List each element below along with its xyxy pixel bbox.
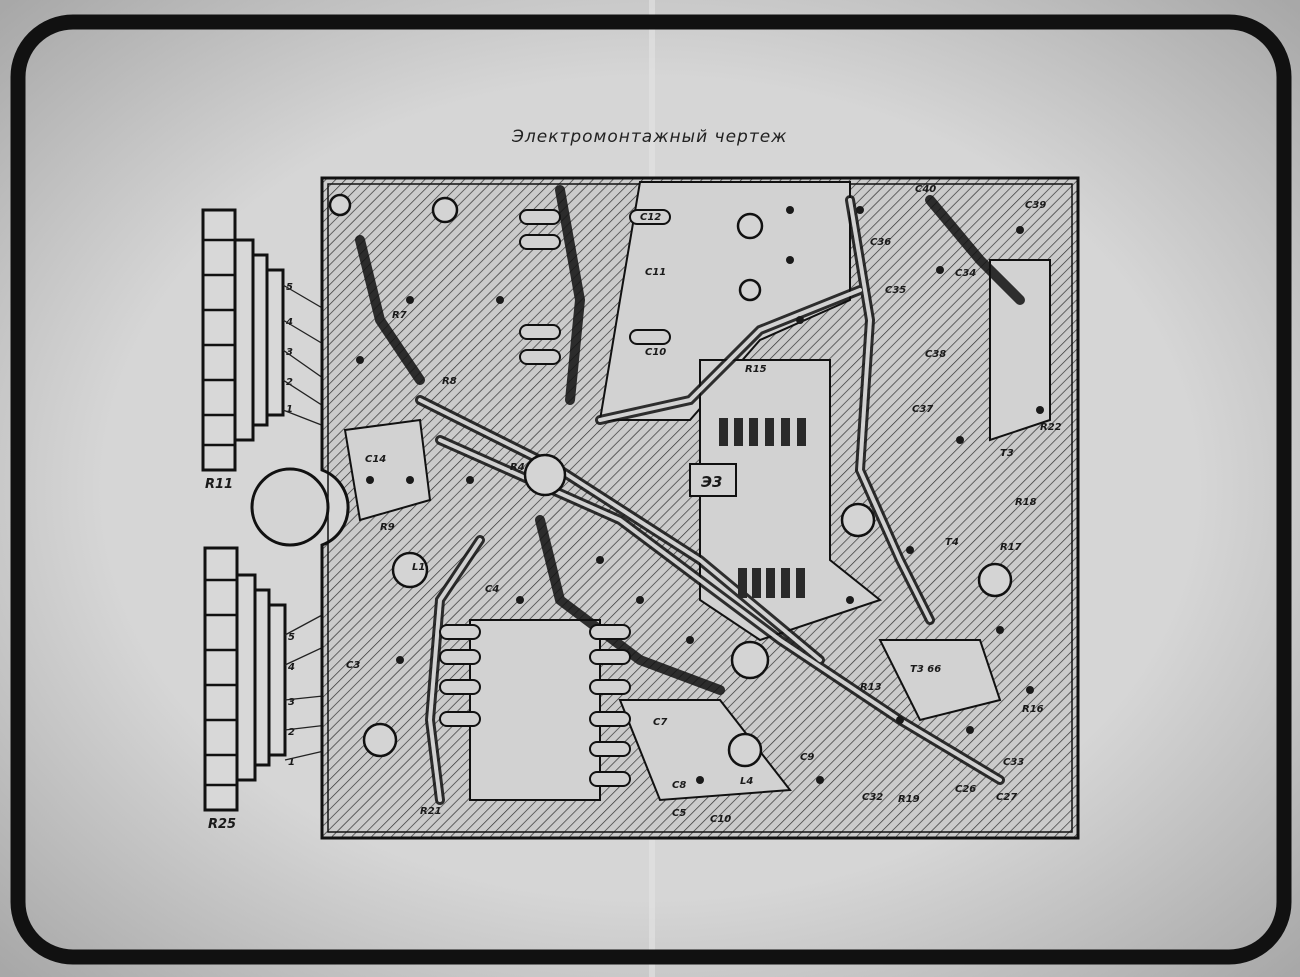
component-label: C7 bbox=[653, 717, 667, 728]
component-label: R18 bbox=[1015, 497, 1037, 508]
mounting-cutout bbox=[250, 467, 330, 547]
component-label: C12 bbox=[640, 212, 661, 223]
ic-pads bbox=[719, 418, 806, 598]
component-label: L4 bbox=[740, 776, 753, 787]
component-label: C39 bbox=[1025, 200, 1046, 211]
component-label: C14 bbox=[365, 454, 386, 465]
component-label: C40 bbox=[915, 184, 936, 195]
component-label: T4 bbox=[945, 537, 959, 548]
pin-label: 3 bbox=[288, 697, 295, 708]
pin-label: 5 bbox=[286, 282, 293, 293]
component-label: C8 bbox=[672, 780, 686, 791]
component-label: R15 bbox=[745, 364, 767, 375]
component-label: C27 bbox=[996, 792, 1017, 803]
component-label: T3 66 bbox=[910, 664, 941, 675]
component-label: C33 bbox=[1003, 757, 1024, 768]
component-label: C11 bbox=[645, 267, 666, 278]
component-label: C38 bbox=[925, 349, 946, 360]
component-label: C3 bbox=[346, 660, 360, 671]
drawing-title: Электромонтажный чертеж bbox=[511, 127, 788, 147]
component-label: R13 bbox=[860, 682, 882, 693]
chip-label: Э3 bbox=[701, 473, 722, 491]
pin-label: 4 bbox=[285, 317, 293, 328]
component-label: R4 bbox=[510, 462, 525, 473]
pin-label: 2 bbox=[288, 727, 295, 738]
component-label: R19 bbox=[898, 794, 920, 805]
component-label: C37 bbox=[912, 404, 933, 415]
connector-r25 bbox=[203, 546, 287, 812]
component-label: C5 bbox=[672, 808, 686, 819]
component-label: R7 bbox=[392, 310, 407, 321]
pin-label: 1 bbox=[286, 404, 293, 415]
connector-r11 bbox=[201, 208, 285, 472]
connector-r25-label: R25 bbox=[208, 817, 236, 832]
sheet-frame bbox=[10, 14, 1292, 965]
component-label: C36 bbox=[870, 237, 891, 248]
component-label: R21 bbox=[420, 806, 442, 817]
component-label: C32 bbox=[862, 792, 883, 803]
pin-label: 5 bbox=[288, 632, 295, 643]
component-label: R17 bbox=[1000, 542, 1022, 553]
component-label: C10 bbox=[710, 814, 731, 825]
component-label: C34 bbox=[955, 268, 976, 279]
component-label: R16 bbox=[1022, 704, 1044, 715]
component-label: T3 bbox=[1000, 448, 1014, 459]
component-label: R22 bbox=[1040, 422, 1062, 433]
pin-label: 2 bbox=[286, 377, 293, 388]
pin-label: 1 bbox=[288, 757, 295, 768]
component-label: R9 bbox=[380, 522, 395, 533]
component-label: C9 bbox=[800, 752, 814, 763]
chip-label-box bbox=[689, 463, 737, 497]
circuit-board: Э3 bbox=[250, 176, 1080, 840]
component-label: C4 bbox=[485, 584, 499, 595]
connector-r11-label: R11 bbox=[205, 477, 233, 492]
component-label: L1 bbox=[412, 562, 425, 573]
component-label: R8 bbox=[442, 376, 457, 387]
pin-label: 3 bbox=[286, 347, 293, 358]
component-label: C26 bbox=[955, 784, 976, 795]
component-label: C35 bbox=[885, 285, 906, 296]
pin-label: 4 bbox=[287, 662, 295, 673]
component-label: C10 bbox=[645, 347, 666, 358]
